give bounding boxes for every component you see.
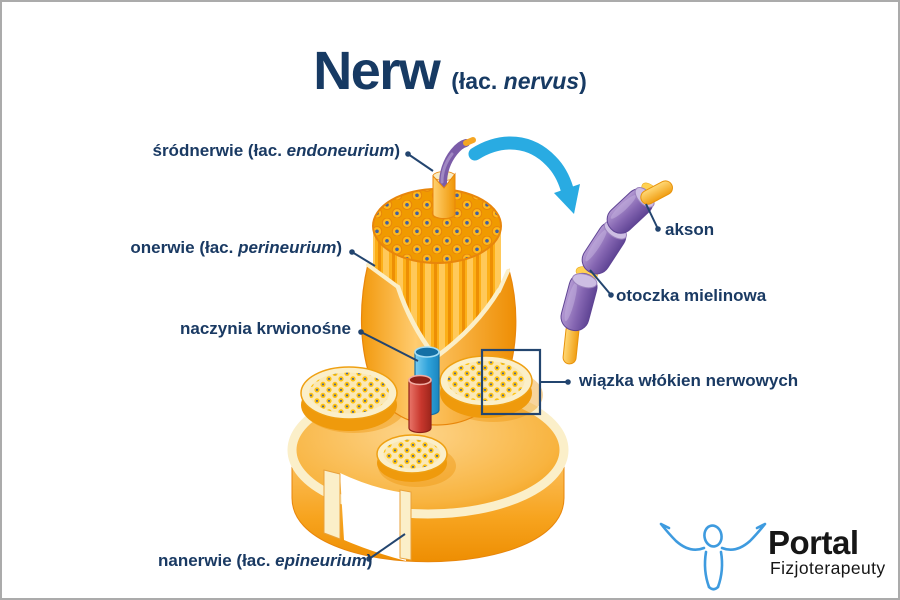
label-perineurium: onerwie (łac. perineurium)	[130, 238, 342, 258]
label-epineurium-prefix: nanerwie (łac.	[158, 551, 276, 570]
axon-tube-top	[640, 180, 673, 205]
label-endoneurium-suffix: )	[394, 141, 400, 160]
curved-arrow-icon	[468, 136, 580, 214]
label-epineurium-latin: epineurium	[275, 551, 367, 570]
epineurium-cut-face-left	[323, 469, 341, 540]
title-latin: (łac. nervus)	[451, 68, 587, 95]
endoneurium-tube	[432, 172, 456, 219]
fascicle-left	[300, 366, 398, 431]
myelin-segment	[560, 266, 598, 332]
label-perineurium-latin: perineurium	[238, 238, 337, 257]
extracted-axon-tip	[463, 137, 476, 146]
pointer-epineurium	[368, 533, 406, 560]
label-myelin-sheath: otoczka mielinowa	[616, 286, 766, 306]
extracted-fiber	[432, 137, 476, 220]
perineurium-rim-right	[497, 269, 510, 293]
label-perineurium-suffix: )	[336, 238, 342, 257]
epineurium-wedge-gap	[340, 473, 406, 561]
label-blood-vessels-text: naczynia krwionośne	[180, 319, 351, 338]
label-endoneurium: śródnerwie (łac. endoneurium)	[152, 141, 400, 161]
title-latin-prefix: (łac.	[451, 68, 504, 94]
person-raised-arms-icon	[659, 522, 767, 591]
pointer-axon	[645, 203, 659, 230]
magnified-nerve-fiber	[560, 180, 673, 365]
label-endoneurium-prefix: śródnerwie (łac.	[152, 141, 287, 160]
fiber-highlight	[440, 152, 454, 184]
label-epineurium-suffix: )	[366, 551, 373, 570]
page-title: Nerw (łac. nervus)	[2, 40, 898, 102]
fascicle-right	[439, 355, 533, 418]
pointer-endoneurium	[407, 153, 434, 172]
title-latin-suffix: )	[579, 68, 587, 94]
title-latin-word: nervus	[503, 68, 580, 94]
label-axon-text: akson	[665, 220, 715, 239]
label-myelin-sheath-text: otoczka mielinowa	[616, 286, 767, 305]
title-main: Nerw	[313, 41, 441, 101]
logo-brand: Portal	[768, 524, 859, 561]
blood-vessel-red	[408, 374, 432, 434]
pointer-lines	[349, 151, 661, 562]
pointer-perineurium	[351, 251, 376, 267]
perineurium-rim-left	[366, 263, 400, 289]
pointer-myelin	[589, 269, 612, 296]
label-axon: akson	[665, 220, 714, 240]
epineurium-cut-face-right	[399, 489, 412, 561]
label-epineurium: nanerwie (łac. epineurium)	[158, 551, 372, 571]
perineurium-cut-edge-right	[433, 287, 502, 360]
fascicle-front	[376, 434, 448, 482]
label-fiber-bundle: wiązka włókien nerwowych	[579, 371, 798, 391]
label-endoneurium-latin: endoneurium	[286, 141, 395, 160]
label-blood-vessels: naczynia krwionośne	[180, 319, 351, 339]
pointer-blood-vessels	[360, 331, 419, 362]
label-perineurium-prefix: onerwie (łac.	[130, 238, 239, 257]
logo-subtitle: Fizjoterapeuty	[770, 558, 886, 578]
label-fiber-bundle-text: wiązka włókien nerwowych	[579, 371, 799, 390]
